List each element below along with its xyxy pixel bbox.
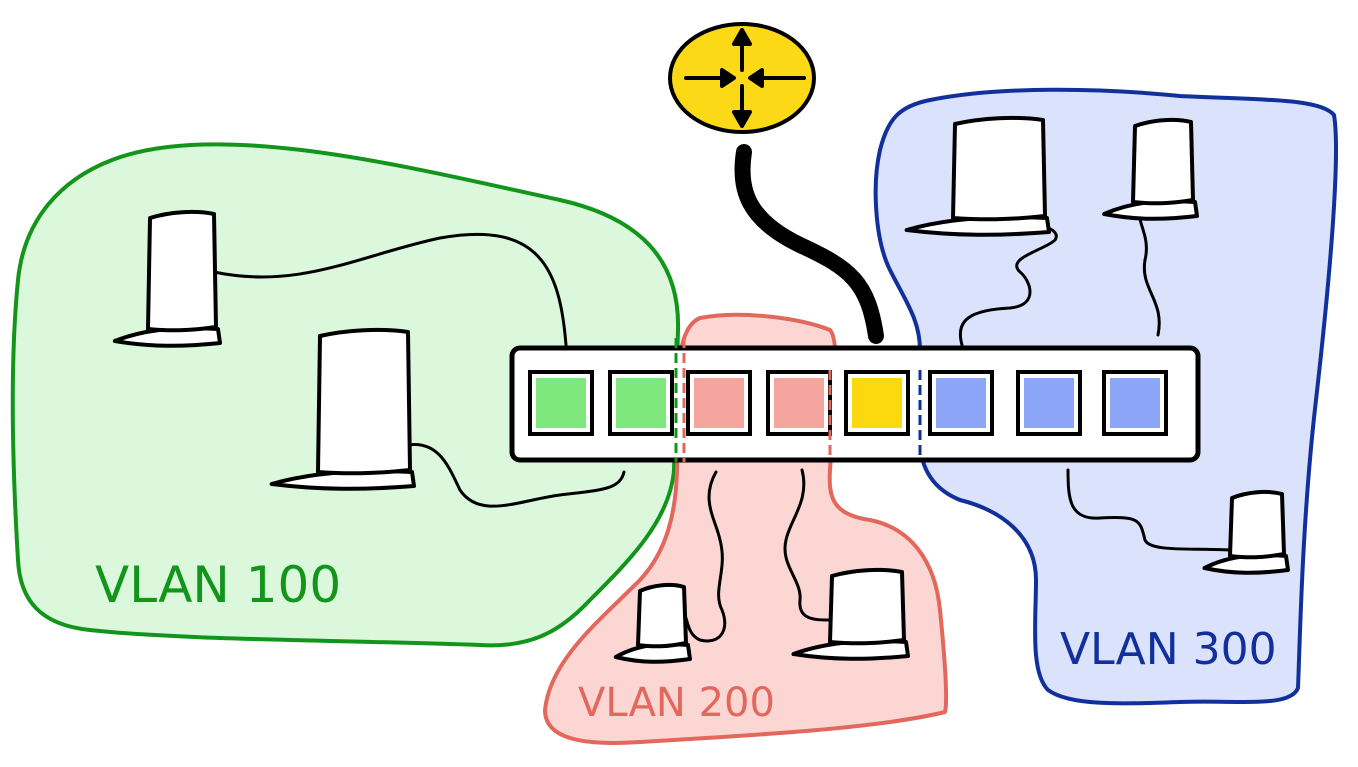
switch-port-2[interactable] — [608, 370, 674, 436]
laptop-icon[interactable] — [613, 582, 692, 664]
switch — [509, 338, 1201, 463]
port-frame — [608, 370, 674, 436]
laptop-screen — [316, 327, 412, 476]
laptop-icon[interactable] — [1102, 117, 1199, 221]
laptop-screen — [636, 582, 688, 649]
port-frame — [1102, 370, 1168, 436]
port-frame — [844, 370, 910, 436]
laptop-icon[interactable] — [1202, 489, 1290, 575]
laptop-screen — [1228, 489, 1286, 560]
switch-port-1[interactable] — [528, 370, 594, 436]
laptop-icon[interactable] — [904, 115, 1051, 237]
switch-port-6[interactable] — [928, 370, 994, 436]
port-frame — [528, 370, 594, 436]
cable-vlan200-1 — [684, 470, 727, 643]
vlan100-label: VLAN 100 — [95, 556, 341, 614]
port-fill — [1110, 378, 1160, 428]
port-frame — [928, 370, 994, 436]
router-uplink — [734, 144, 884, 344]
port-fill — [852, 378, 902, 428]
cable-vlan100-1 — [212, 232, 568, 347]
laptop-base — [112, 326, 222, 348]
laptop-screen — [146, 209, 218, 333]
cable-vlan200-2 — [783, 468, 832, 622]
router-icon[interactable] — [668, 22, 816, 134]
hosts — [112, 115, 1290, 664]
port-frame — [686, 370, 752, 436]
vlan200-label: VLAN 200 — [578, 680, 775, 726]
laptop-base — [1102, 199, 1199, 221]
cable-vlan100-2 — [406, 443, 626, 508]
laptop-screen — [1131, 117, 1195, 206]
port-fill — [936, 378, 986, 428]
cable-vlan300-2 — [1138, 216, 1161, 337]
laptop-icon[interactable] — [791, 567, 910, 661]
port-fill — [536, 378, 586, 428]
laptop-base — [1202, 553, 1290, 575]
switch-port-5[interactable] — [844, 370, 910, 436]
port-fill — [774, 378, 824, 428]
switch-port-7[interactable] — [1016, 370, 1082, 436]
vlan300-label: VLAN 300 — [1060, 624, 1277, 675]
laptop-base — [269, 469, 416, 491]
cable-vlan300-1 — [958, 223, 1058, 347]
port-fill — [694, 378, 744, 428]
port-frame — [1016, 370, 1082, 436]
switch-port-3[interactable] — [686, 370, 752, 436]
port-fill — [1024, 378, 1074, 428]
switch-port-4[interactable] — [766, 370, 832, 436]
switch-ports — [528, 370, 1168, 436]
cables — [212, 216, 1232, 643]
laptop-screen — [828, 567, 906, 646]
laptop-base — [791, 639, 910, 661]
laptop-screen — [951, 115, 1047, 222]
laptop-icon[interactable] — [269, 327, 416, 491]
switch-port-8[interactable] — [1102, 370, 1168, 436]
cable-vlan300-3 — [1066, 468, 1232, 552]
laptop-base — [904, 215, 1051, 237]
laptop-icon[interactable] — [112, 209, 222, 348]
port-fill — [616, 378, 666, 428]
laptop-base — [613, 642, 692, 664]
